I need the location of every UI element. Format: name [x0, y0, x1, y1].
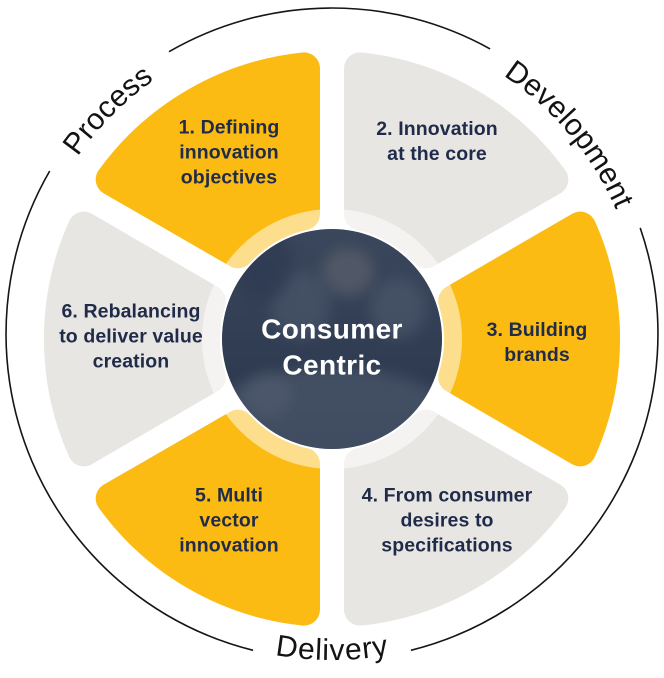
outer-arc-top: [168, 7, 491, 53]
segment-label-3: 3. Building brands: [486, 319, 588, 366]
outer-arc-left: [5, 170, 254, 652]
outer-arc-right: [410, 227, 659, 652]
center-halo-ring: [202, 209, 462, 469]
segment-label-5: 5. Multi vector innovation: [179, 484, 279, 557]
center-title: Consumer Centric: [261, 313, 403, 381]
center-photo: [222, 229, 442, 449]
segment-label-6: 6. Rebalancing to deliver value creation: [59, 300, 203, 373]
segment-label-1: 1. Defining innovation objectives: [178, 116, 280, 189]
svg-text:Delivery: Delivery: [274, 629, 390, 667]
phase-label-delivery: Delivery: [274, 629, 390, 667]
segment-label-2: 2. Innovation at the core: [376, 118, 498, 165]
outer-circle: [5, 7, 659, 652]
segment-label-4: 4. From consumer desires to specificatio…: [361, 484, 533, 557]
